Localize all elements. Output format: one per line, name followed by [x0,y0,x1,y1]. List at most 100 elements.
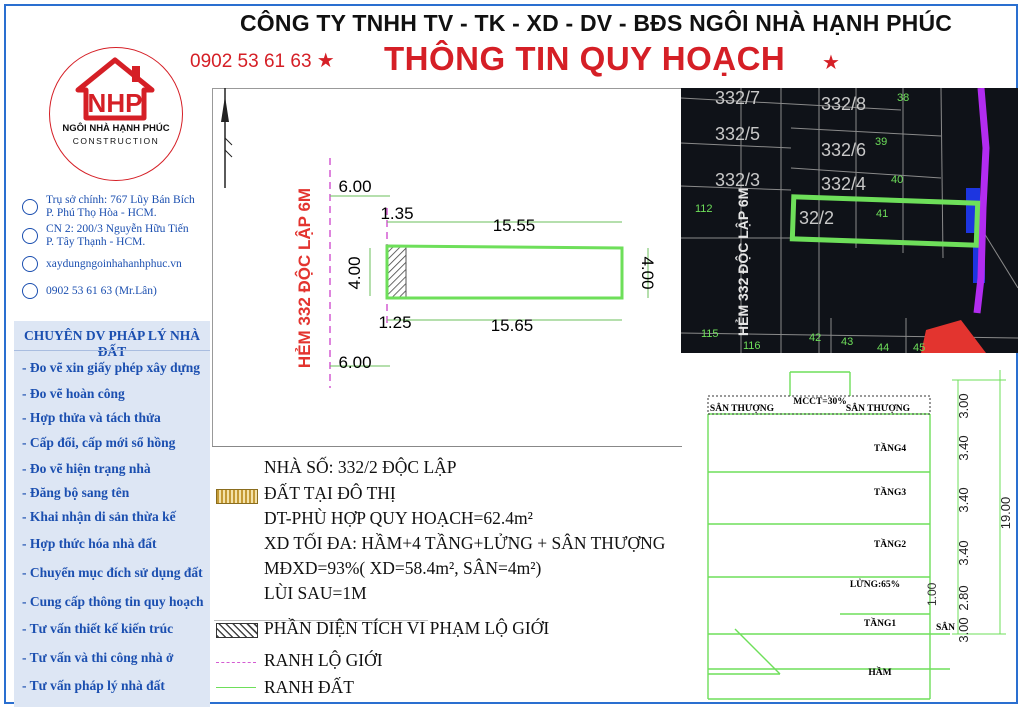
service-item: - Đo vẽ hiện trạng nhà [22,461,151,476]
star-icon: ★ [822,52,840,74]
location-pin-icon [22,228,38,244]
house-logo-icon: NHP [75,57,155,121]
dim-bottom-violation: 1.25 [378,313,411,332]
section-mcct: MCCT=30% [793,397,846,407]
height-dim: 3.00 [956,617,971,642]
divider [14,350,210,351]
height-dim: 2.80 [956,585,971,610]
parcel-label: 332/8 [821,94,867,114]
floor-label: TẦNG1 [864,616,896,629]
info-legend [212,446,682,709]
star-icon: ★ [316,50,335,72]
service-item: - Đăng bộ sang tên [22,485,130,500]
highlighted-lot [789,194,981,248]
map-number: 116 [743,340,761,352]
height-dim: 3.40 [956,487,971,512]
parcel-label: 332/6 [821,140,867,160]
floor-label: TẦNG3 [874,485,906,498]
globe-icon [22,256,38,272]
parcel-label: 332/3 [715,170,761,190]
map-street-label: HẺM 332 ĐỘC LẬP 6M [735,187,751,336]
dim-bottom-setback: 6.00 [338,353,371,372]
road-line-swatch [216,662,256,663]
urban-land-swatch [216,489,258,504]
map-number: 41 [876,208,889,220]
height-dim: 3.00 [956,393,971,418]
floor-label: TẦNG4 [874,441,906,454]
max-build-info: XD TỐI ĐA: HẦM+4 TẦNG+LỬNG + SÂN THƯỢNG [264,533,666,553]
total-height-dim: 19.00 [998,497,1013,530]
parcel-label: 332/5 [715,124,761,144]
services-heading: CHUYÊN DV PHÁP LÝ NHÀ ĐẤT [23,328,200,359]
service-item: - Hợp thức hóa nhà đất [22,536,157,551]
contact-phone[interactable]: 0902 53 61 63 (Mr.Lân) [46,285,157,297]
map-number: 112 [695,203,713,215]
logo-subtitle: CONSTRUCTION [72,136,160,146]
service-item: - Đo vẽ xin giấy phép xây dựng [22,360,201,375]
violation-label: PHẦN DIỆN TÍCH VI PHẠM LỘ GIỚI [264,618,550,638]
road-edge [973,88,990,314]
setback-info: LÙI SAU=1M [264,583,367,603]
logo-name: NGÔI NHÀ HẠNH PHÚC [62,123,170,134]
service-item: - Tư vấn pháp lý nhà đất [22,678,165,693]
floor-label: HẦM [868,665,891,678]
land-line-swatch [216,687,256,688]
map-number: 43 [841,336,854,348]
service-item: - Tư vấn thiết kế kiến trúc [22,621,174,636]
phone-icon [22,283,38,299]
dim-top-length: 15.55 [493,216,536,235]
plot-drawing-panel [212,88,681,447]
building-section: MCCT=30% SÂN THƯỢNG SÂN THƯỢNG TẦNG4 TẦN… [707,370,1013,700]
parcel-label: 332/7 [715,88,761,108]
page-border [4,4,1018,704]
section-roof-right: SÂN THƯỢNG [846,402,911,414]
house-number: NHÀ SỐ: 332/2 ĐỘC LẬP [264,457,457,477]
road-line-label: RANH LỘ GIỚI [264,650,383,670]
section-roof-left: SÂN THƯỢNG [710,402,775,414]
map-number: 42 [809,332,822,344]
floor-label: TẦNG2 [874,537,906,550]
service-item: - Khai nhận di sản thừa kế [22,509,176,524]
service-item: - Cấp đổi, cấp mới sổ hồng [22,435,176,450]
service-item: - Hợp thửa và tách thửa [22,410,161,425]
floor-label: LỬNG:65% [850,578,900,590]
north-arrow-icon [221,88,233,188]
area-info: DT-PHÙ HỢP QUY HOẠCH=62.4m² [264,508,533,528]
violation-area [386,245,407,299]
violation-swatch [216,623,258,638]
map-number: 38 [897,92,910,104]
dim-top-setback: 6.00 [338,177,371,196]
dim-right-width: 4.00 [638,256,657,289]
map-number: 39 [875,136,888,148]
location-pin-icon [22,199,38,215]
plot-drawing: HẺM 332 ĐỘC LẬP 6M 6.00 1.35 15.55 4.00 … [221,88,657,388]
street-label: HẺM 332 ĐỘC LẬP 6M [295,188,314,368]
page-title: THÔNG TIN QUY HOẠCH [384,40,786,77]
urban-land-label: ĐẤT TẠI ĐÔ THỊ [264,483,396,503]
map-number: 115 [701,328,719,340]
parcel-label: 332/4 [821,174,867,194]
divider [214,620,428,621]
parcel-label: 32/2 [799,208,835,228]
services-sidebar [14,321,210,707]
service-item: - Tư vấn và thi công nhà ở [22,650,174,665]
dim-bottom-length: 15.65 [491,316,534,335]
yard-label: SÂN [936,621,955,633]
website-link[interactable]: xaydungngoinhahanhphuc.vn [46,258,182,270]
height-dim: 3.40 [956,540,971,565]
map-number: 44 [877,342,890,353]
company-name: CÔNG TY TNHH TV - TK - XD - DV - BĐS NGÔ… [240,10,953,36]
map-block [921,320,986,353]
logo-mark: NHP [88,88,143,118]
dim-top-violation: 1.35 [380,204,413,223]
mezzanine-dim: 1.00 [925,582,939,606]
land-line-label: RANH ĐẤT [264,677,354,697]
dim-left-width: 4.00 [345,256,364,289]
service-item: - Đo vẽ hoàn công [22,386,125,401]
header-phone[interactable]: 0902 53 61 63 ★ [190,50,335,72]
map-number: 45 [913,342,926,353]
service-item: - Cung cấp thông tin quy hoạch [22,594,204,609]
height-dim: 3.40 [956,435,971,460]
